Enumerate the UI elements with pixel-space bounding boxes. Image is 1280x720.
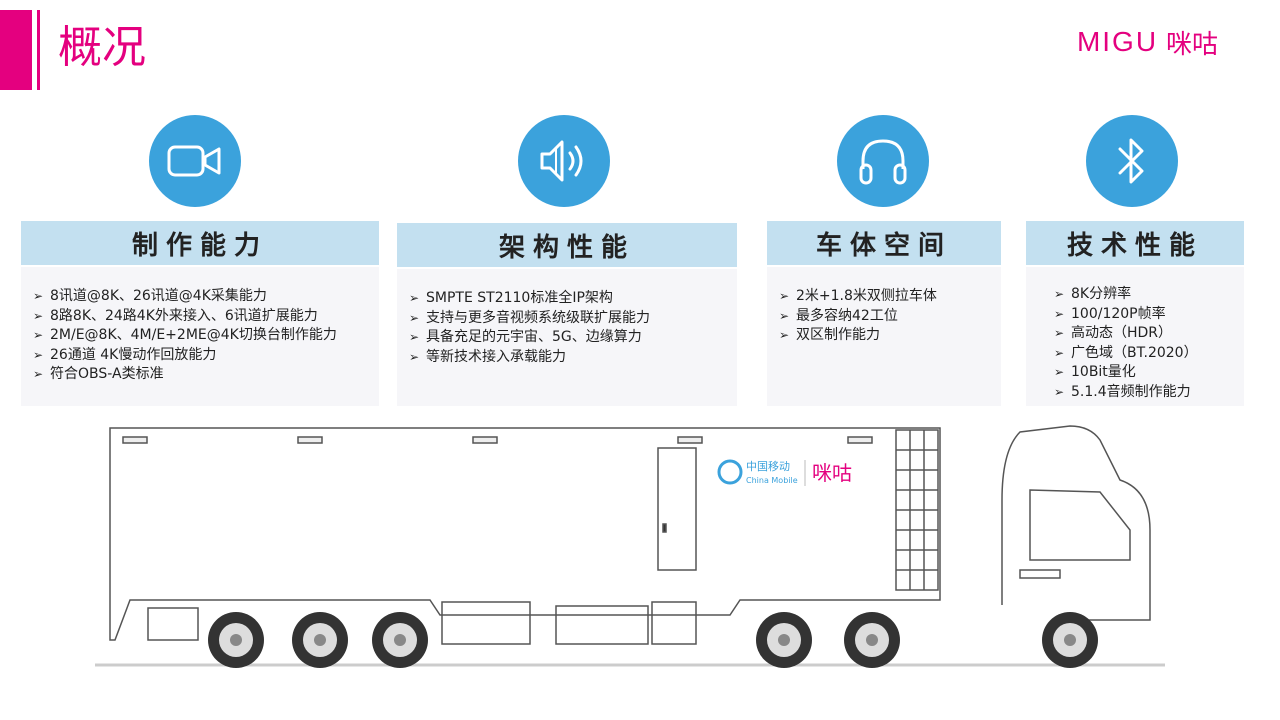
list-item: 支持与更多音视频系统级联扩展能力 [409, 309, 729, 329]
list-item: 等新技术接入承载能力 [409, 348, 729, 368]
card-body-tech: 8K分辨率 100/120P帧率 高动态（HDR） 广色域（BT.2020） 1… [1026, 267, 1244, 406]
card-title-architecture: 架构性能 [397, 223, 737, 267]
speaker-icon [518, 115, 610, 207]
title-accent-line [37, 10, 40, 90]
card-body-space: 2米+1.8米双侧拉车体 最多容纳42工位 双区制作能力 [767, 267, 1001, 406]
list-item: SMPTE ST2110标准全IP架构 [409, 289, 729, 309]
list-item: 8路8K、24路4K外来接入、6讯道扩展能力 [33, 307, 371, 327]
bluetooth-icon [1086, 115, 1178, 207]
list-item: 广色域（BT.2020） [1054, 344, 1236, 364]
list-item: 具备充足的元宇宙、5G、边缘算力 [409, 328, 729, 348]
list-item: 8讯道@8K、26讯道@4K采集能力 [33, 287, 371, 307]
headphones-icon [837, 115, 929, 207]
list-item: 符合OBS-A类标准 [33, 365, 371, 385]
list-item: 2米+1.8米双侧拉车体 [779, 287, 993, 307]
card-title-production: 制作能力 [21, 221, 379, 265]
video-camera-icon [149, 115, 241, 207]
card-title-tech: 技术性能 [1026, 221, 1244, 265]
list-item: 26通道 4K慢动作回放能力 [33, 346, 371, 366]
list-item: 高动态（HDR） [1054, 324, 1236, 344]
logo-cn: 咪咕 [1166, 29, 1219, 60]
list-item: 5.1.4音频制作能力 [1054, 383, 1236, 403]
card-title-space: 车体空间 [767, 221, 1001, 265]
list-item: 2M/E@8K、4M/E+2ME@4K切换台制作能力 [33, 326, 371, 346]
list-item: 双区制作能力 [779, 326, 993, 346]
card-body-production: 8讯道@8K、26讯道@4K采集能力 8路8K、24路4K外来接入、6讯道扩展能… [21, 267, 379, 406]
truck-brand-cn: 中国移动 [746, 460, 790, 473]
logo-latin: MIGU [1076, 26, 1159, 57]
title-accent-bar [0, 10, 32, 90]
card-body-architecture: SMPTE ST2110标准全IP架构 支持与更多音视频系统级联扩展能力 具备充… [397, 269, 737, 406]
broadcast-truck-illustration: 中国移动 China Mobile 咪咕 [95, 425, 1165, 668]
list-item: 最多容纳42工位 [779, 307, 993, 327]
page-title: 概况 [58, 22, 146, 73]
list-item: 100/120P帧率 [1054, 305, 1236, 325]
truck-brand-migu: 咪咕 [812, 461, 852, 485]
list-item: 10Bit量化 [1054, 363, 1236, 383]
list-item: 8K分辨率 [1054, 285, 1236, 305]
migu-logo: MIGU 咪咕 [1025, 24, 1270, 60]
truck-brand-en: China Mobile [746, 476, 798, 485]
